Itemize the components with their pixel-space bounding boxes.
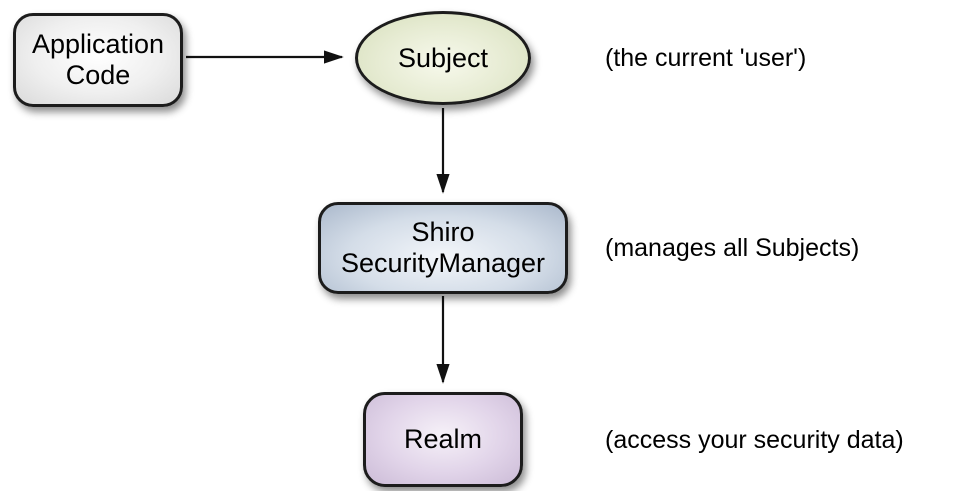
node-application-code: Application Code [13,13,183,107]
annotation-security-manager: (manages all Subjects) [605,234,860,262]
annotation-realm: (access your security data) [605,426,904,454]
node-subject: Subject [355,11,531,105]
node-realm: Realm [363,392,523,487]
node-subject-label: Subject [397,42,489,73]
node-realm-label: Realm [403,424,483,454]
node-shiro-security-manager-label: Shiro SecurityManager [340,217,546,278]
node-shiro-security-manager: Shiro SecurityManager [318,202,568,294]
annotation-subject: (the current 'user') [605,44,807,72]
node-application-code-label: Application Code [31,29,165,90]
